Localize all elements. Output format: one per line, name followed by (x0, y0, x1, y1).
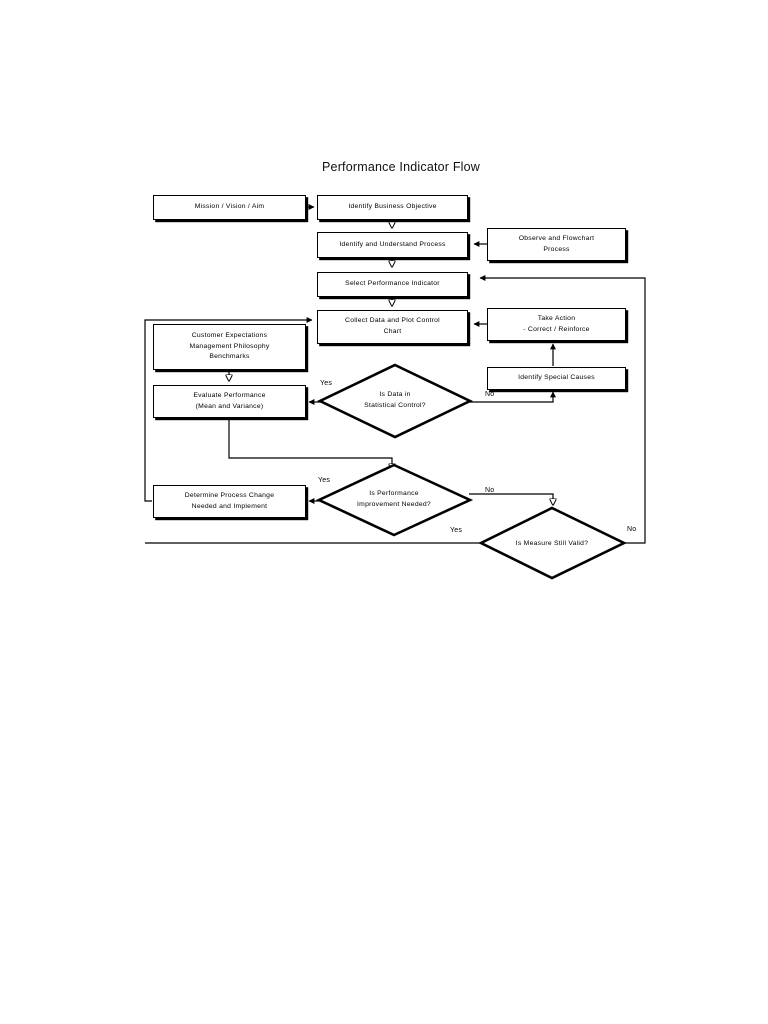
node-label: Customer Expectations Management Philoso… (189, 332, 270, 361)
node-evaluate-performance[interactable]: Evaluate Performance (Mean and Variance) (153, 385, 306, 418)
node-identify-understand-process[interactable]: Identify and Understand Process (317, 232, 468, 258)
node-label: Evaluate Performance (Mean and Variance) (193, 391, 266, 410)
edge-label-measurevalid-no: No (627, 526, 637, 533)
node-label: Mission / Vision / Aim (194, 203, 265, 211)
node-label: Determine Process Change Needed and Impl… (184, 491, 275, 510)
node-take-action[interactable]: Take Action - Correct / Reinforce (487, 308, 626, 341)
node-label: Collect Data and Plot Control Chart (345, 317, 440, 335)
node-collect-data-plot-control-chart[interactable]: Collect Data and Plot Control Chart (317, 310, 468, 344)
node-determine-process-change[interactable]: Determine Process Change Needed and Impl… (153, 485, 306, 518)
edge-label-statcontrol-yes: Yes (320, 380, 333, 387)
edge-label-statcontrol-no: No (485, 391, 495, 398)
node-mission-vision-aim[interactable]: Mission / Vision / Aim (153, 195, 306, 220)
edge-label-measurevalid-yes: Yes (450, 527, 463, 534)
node-identify-business-objective[interactable]: Identify Business Objective (317, 195, 468, 220)
node-label: Select Performance Indicator (345, 280, 440, 288)
node-select-performance-indicator[interactable]: Select Performance Indicator (317, 272, 468, 297)
edge-label-improvement-no: No (485, 487, 495, 494)
node-label: Identify Special Causes (518, 374, 595, 382)
node-identify-special-causes[interactable]: Identify Special Causes (487, 367, 626, 390)
edge-label-improvement-yes: Yes (318, 477, 331, 484)
node-label: Observe and Flowchart Process (518, 234, 595, 253)
node-label: Identify Business Objective (348, 203, 437, 211)
node-observe-and-flowchart-process[interactable]: Observe and Flowchart Process (487, 228, 626, 261)
node-label: Take Action - Correct / Reinforce (523, 314, 590, 333)
page-title: Performance Indicator Flow (322, 160, 481, 174)
node-customer-expectations[interactable]: Customer Expectations Management Philoso… (153, 324, 306, 370)
node-label: Identify and Understand Process (339, 240, 446, 248)
